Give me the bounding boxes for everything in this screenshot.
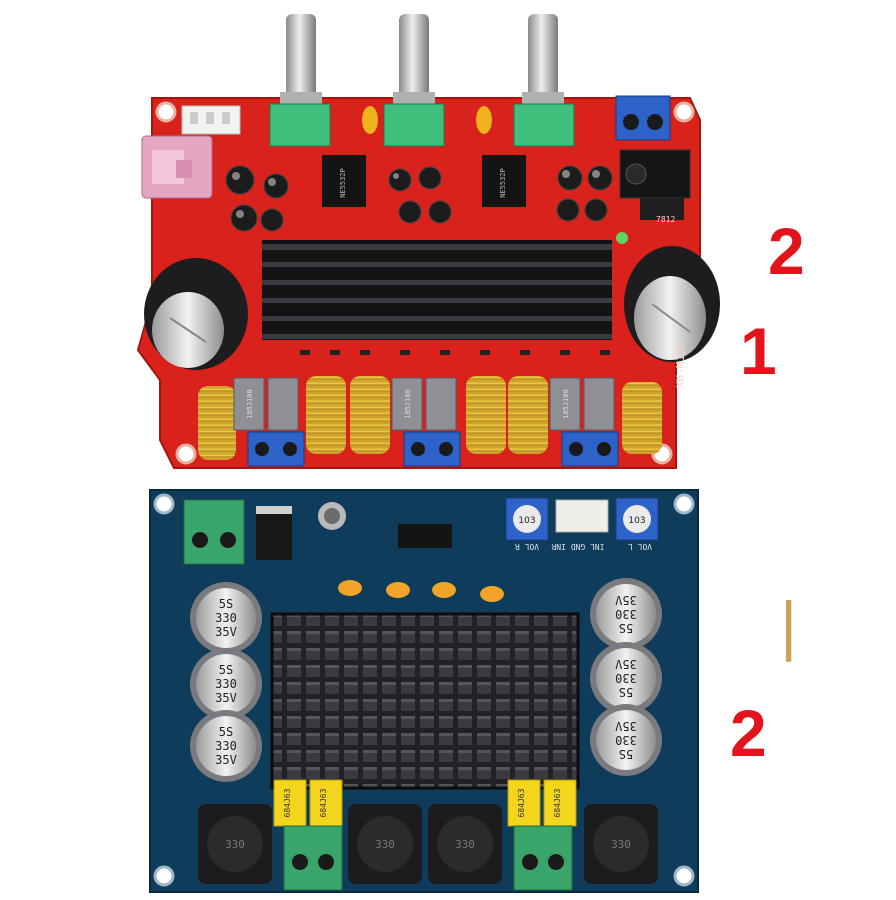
op-amp-chip: NE5532P: [322, 155, 366, 207]
svg-text:NE5532P: NE5532P: [339, 168, 347, 198]
svg-text:7812: 7812: [656, 215, 675, 224]
svg-text:105J100: 105J100: [562, 389, 570, 419]
large-capacitor: [144, 258, 248, 370]
svg-text:35V: 35V: [215, 625, 237, 639]
svg-text:35V: 35V: [615, 593, 637, 607]
power-inductor: 330: [584, 804, 658, 884]
svg-text:103: 103: [518, 516, 535, 526]
svg-text:330: 330: [455, 838, 475, 851]
svg-text:35V: 35V: [215, 691, 237, 705]
potentiometer-knob: [513, 14, 575, 147]
svg-text:330: 330: [375, 838, 395, 851]
trimmer-pot: 103: [615, 497, 659, 541]
svg-text:684J63: 684J63: [319, 788, 328, 817]
svg-text:684J63: 684J63: [283, 788, 292, 817]
electrolytic-capacitor: 5S 330 35V: [590, 578, 662, 650]
svg-text:684J63: 684J63: [517, 788, 526, 817]
svg-text:5S: 5S: [619, 621, 633, 635]
svg-text:5S: 5S: [219, 663, 233, 677]
svg-text:330: 330: [615, 733, 637, 747]
option-label-bottom-a: |: [780, 588, 798, 662]
svg-text:105J100: 105J100: [246, 389, 254, 419]
svg-text:NE5532P: NE5532P: [499, 168, 507, 198]
svg-text:330: 330: [215, 739, 237, 753]
svg-text:684J63: 684J63: [553, 788, 562, 817]
svg-text:5S: 5S: [219, 597, 233, 611]
electrolytic-capacitor: 5S 330 35V: [590, 642, 662, 714]
svg-text:330: 330: [615, 671, 637, 685]
power-inductor: 330: [198, 804, 272, 884]
option-label-top-a: 2: [768, 214, 805, 288]
option-label-top-b: 1: [740, 314, 777, 388]
potentiometer-knob: [383, 14, 445, 147]
svg-text:VOL R: VOL R: [515, 542, 539, 551]
svg-text:VOL L: VOL L: [628, 542, 652, 551]
svg-text:35V: 35V: [615, 657, 637, 671]
potentiometer-knob: [269, 14, 331, 147]
trimmer-pot: 103: [505, 497, 549, 541]
svg-text:5S: 5S: [219, 725, 233, 739]
red-amplifier-board: NE5532P NE5532P: [136, 14, 720, 469]
heatsink: [262, 240, 612, 340]
svg-text:105J100: 105J100: [404, 389, 412, 419]
power-inductor: 330: [348, 804, 422, 884]
electrolytic-capacitor: 5S 330 35V: [190, 582, 262, 654]
svg-text:103: 103: [628, 516, 645, 526]
electrolytic-capacitor: 5S 330 35V: [590, 704, 662, 776]
svg-text:35V: 35V: [615, 719, 637, 733]
electrolytic-capacitor: 5S 330 35V: [190, 648, 262, 720]
svg-text:5S: 5S: [619, 685, 633, 699]
svg-text:330: 330: [611, 838, 631, 851]
svg-text:35V: 35V: [215, 753, 237, 767]
svg-text:330: 330: [615, 607, 637, 621]
svg-text:5S: 5S: [619, 747, 633, 761]
option-label-bottom-b: 2: [730, 696, 767, 770]
svg-text:XH-M139: XH-M139: [674, 342, 687, 388]
op-amp-chip: NE5532P: [482, 155, 526, 207]
toroid-inductor: [198, 376, 662, 460]
svg-text:330: 330: [215, 677, 237, 691]
power-inductor: 330: [428, 804, 502, 884]
blue-amplifier-board: 103 103 INL GND INR VOL R VOL L 5S 330 3…: [149, 489, 699, 893]
electrolytic-capacitor: 5S 330 35V: [190, 710, 262, 782]
svg-text:INL GND INR: INL GND INR: [551, 542, 604, 551]
heatsink: [270, 612, 580, 790]
large-capacitor: [624, 246, 720, 362]
svg-text:330: 330: [215, 611, 237, 625]
svg-text:330: 330: [225, 838, 245, 851]
